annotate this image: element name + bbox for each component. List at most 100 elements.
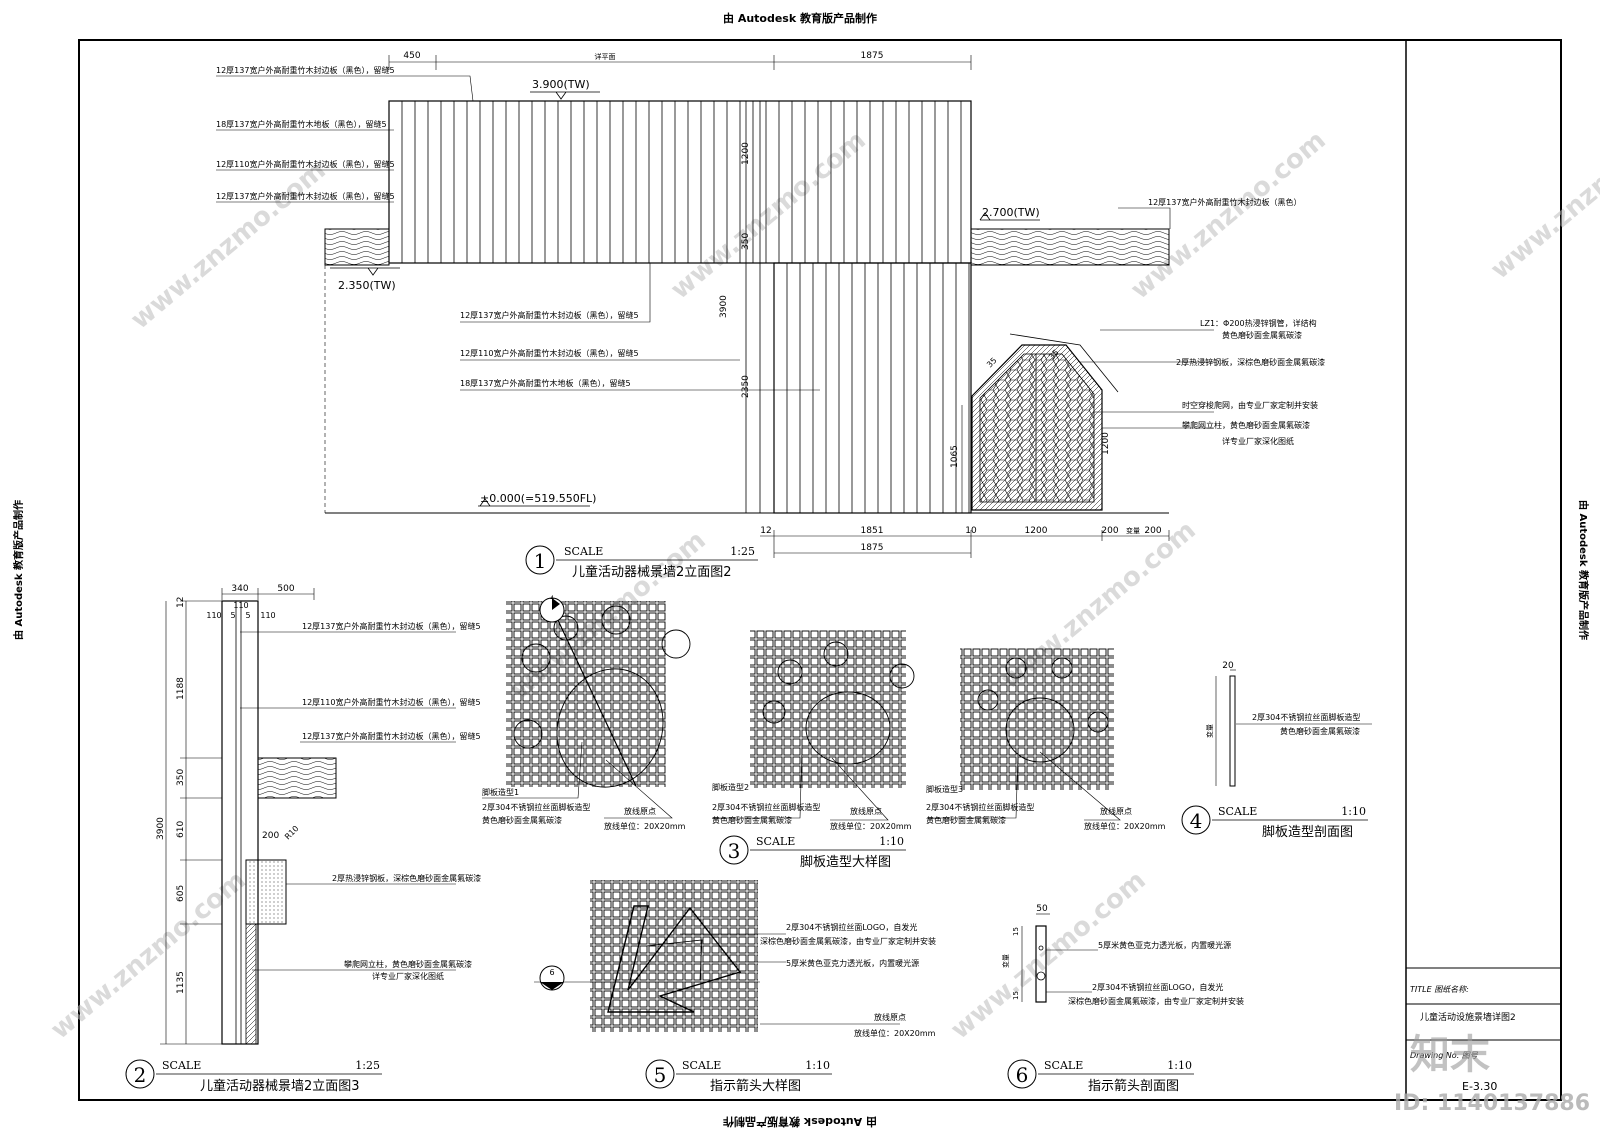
annotation: 放线单位：20X20mm: [604, 821, 686, 831]
drawing-title: 儿童活动设施景墙详图2: [1420, 1011, 1516, 1023]
scale-label: SCALE: [756, 835, 795, 848]
annotation: 12厚137宽户外高耐重竹木封边板（黑色），留缝5: [302, 621, 481, 631]
scale-label: SCALE: [1044, 1059, 1083, 1072]
dim-label: 110: [233, 601, 248, 610]
watermark-site: www.znzmo.com: [125, 155, 331, 335]
dim-label: 200: [1144, 526, 1161, 536]
view-number: 4: [1190, 809, 1203, 833]
view-number: 1: [534, 549, 547, 573]
left-bench: [324, 228, 390, 266]
dim-label: 5: [230, 611, 235, 620]
dim-label: 340: [231, 584, 248, 594]
view5-detail: 6 2厚304不锈钢拉丝面LOGO，自发光 深棕色磨砂面金属氟碳漆，由专业厂家定…: [534, 880, 936, 1094]
annotation: 时空穿梭爬网，由专业厂家定制并安装: [1182, 400, 1318, 410]
annotation: 12厚110宽户外高耐重竹木封边板（黑色），留缝5: [216, 159, 395, 169]
view-number: 2: [134, 1063, 147, 1087]
scale-value: 1:10: [805, 1059, 830, 1072]
arrow-logo: [607, 905, 742, 1013]
dim-label: 1065: [950, 445, 960, 468]
watermark-top: 由 Autodesk 教育版产品制作: [723, 11, 877, 25]
watermark-site: www.znzmo.com: [1125, 125, 1331, 305]
dim-label: 15: [1012, 927, 1020, 936]
annotation: 2厚热浸锌钢板，深棕色磨砂面金属氟碳漆: [1176, 357, 1325, 367]
watermark-bottom: 由 Autodesk 教育版产品制作: [723, 1115, 877, 1129]
annotation: 放线单位：20X20mm: [1084, 821, 1166, 831]
dim-label: 610: [176, 821, 186, 838]
annotation: 2厚304不锈钢拉丝面脚板造型: [1252, 712, 1360, 722]
scale-label: SCALE: [682, 1059, 721, 1072]
dim-label: 1200: [1025, 526, 1048, 536]
dim-label: 605: [176, 885, 186, 902]
brand-watermark: 知末: [1410, 1032, 1490, 1078]
scale-label: SCALE: [162, 1059, 201, 1072]
image-id: ID: 1140137886: [1394, 1091, 1590, 1116]
dim-label: 3900: [156, 817, 166, 840]
dim-label: 1135: [176, 971, 186, 994]
annotation: 2厚304不锈钢拉丝面LOGO，自发光: [1092, 982, 1223, 992]
scale-value: 1:25: [355, 1059, 380, 1072]
annotation: 12厚110宽户外高耐重竹木封边板（黑色），留缝5: [302, 697, 481, 707]
dim-label: 1200: [741, 142, 751, 165]
annotation: 脚板造型1: [482, 787, 519, 797]
annotation: 5厚米黄色亚克力透光板，内置暖光源: [786, 958, 919, 968]
view-title: 儿童活动器械景墙2立面图3: [200, 1078, 360, 1094]
wall-lower: [773, 262, 972, 514]
section-mark: 6: [549, 968, 554, 977]
watermark-site: www.znzmo.com: [665, 125, 871, 305]
view2-elevation: 340 500 110 5 110 5 110 12 1188 350 610 …: [125, 584, 481, 1094]
watermark-right: 由 Autodesk 教育版产品制作: [1577, 500, 1590, 640]
footplate-grid-2: [750, 630, 906, 788]
annotation: 12厚137宽户外高耐重竹木封边板（黑色），留缝5: [302, 731, 481, 741]
view-title: 儿童活动器械景墙2立面图2: [572, 564, 732, 580]
view-number: 5: [654, 1063, 667, 1087]
annotation: 放线原点: [850, 806, 882, 816]
dim-label: 110: [260, 611, 275, 620]
view6-section: 50 15 15 变量 5厚米黄色亚克力透光板，内置暖光源 2厚304不锈钢拉丝…: [1001, 904, 1244, 1094]
view4-section: 20 变量 2厚304不锈钢拉丝面脚板造型 黄色磨砂面金属氟碳漆 4 SCALE…: [1181, 661, 1372, 840]
right-bench: [970, 228, 1170, 266]
watermark-site: www.znzmo.com: [945, 865, 1151, 1045]
dim-label: 变量: [1126, 526, 1140, 535]
steel-plate: [245, 859, 287, 925]
view-title: 脚板造型剖面图: [1262, 824, 1353, 840]
arrow-grid: [590, 880, 758, 1032]
annotation: 放线单位：20X20mm: [830, 821, 912, 831]
dim-label: 350: [741, 233, 751, 250]
footplate-grid-1: [506, 601, 666, 787]
annotation: 脚板造型3: [926, 784, 963, 794]
annotation: 12厚137宽户外高耐重竹木封边板（黑色），留缝5: [216, 191, 395, 201]
annotation: 18厚137宽户外高耐重竹木地板（黑色），留缝5: [460, 378, 631, 388]
annotation: 放线单位：20X20mm: [854, 1028, 936, 1038]
wall-upper: [388, 100, 972, 264]
annotation: 攀爬网立柱，黄色磨砂面金属氟碳漆: [344, 959, 472, 969]
dim-label: 110: [206, 611, 221, 620]
dim-label: 1875: [861, 543, 884, 553]
scale-value: 1:10: [1167, 1059, 1192, 1072]
watermark-site: www.znzmo.com: [45, 865, 251, 1045]
scale-value: 1:25: [730, 545, 755, 558]
annotation: 2厚304不锈钢拉丝面LOGO，自发光: [786, 922, 917, 932]
drawing-number: E-3.30: [1462, 1080, 1497, 1093]
title-label: TITLE 图纸名称:: [1410, 985, 1469, 994]
footplate-section: [1229, 675, 1236, 787]
annotation: 12厚137宽户外高耐重竹木封边板（黑色）: [1148, 197, 1301, 207]
annotation: 12厚137宽户外高耐重竹木封边板（黑色），留缝5: [216, 65, 395, 75]
view-number: 6: [1016, 1063, 1029, 1087]
title-block: TITLE 图纸名称: 儿童活动设施景墙详图2 Drawing No. 图号 E…: [1410, 985, 1516, 1093]
level-marker: 2.350(TW): [338, 279, 396, 292]
annotation: LZ1：Φ200热浸锌钢管，详结构: [1200, 318, 1317, 328]
annotation: 深棕色磨砂面金属氟碳漆，由专业厂家定制并安装: [760, 936, 936, 946]
dim-label: R10: [283, 824, 301, 842]
scale-value: 1:10: [1341, 805, 1366, 818]
bench-section: [257, 757, 337, 799]
annotation: 深棕色磨砂面金属氟碳漆，由专业厂家定制并安装: [1068, 996, 1244, 1006]
annotation: 2厚304不锈钢拉丝面脚板造型: [482, 802, 590, 812]
dim-label: 1875: [861, 51, 884, 61]
climbing-net: [979, 353, 1095, 503]
scale-label: SCALE: [564, 545, 603, 558]
view1-elevation: 3.900(TW) 2.700(TW) 2.350(TW) ±0.000(=51…: [216, 51, 1325, 580]
annotation: 12厚137宽户外高耐重竹木封边板（黑色），留缝5: [460, 310, 639, 320]
dim-label: 1851: [861, 526, 884, 536]
annotation: 详专业厂家深化图纸: [372, 971, 444, 981]
